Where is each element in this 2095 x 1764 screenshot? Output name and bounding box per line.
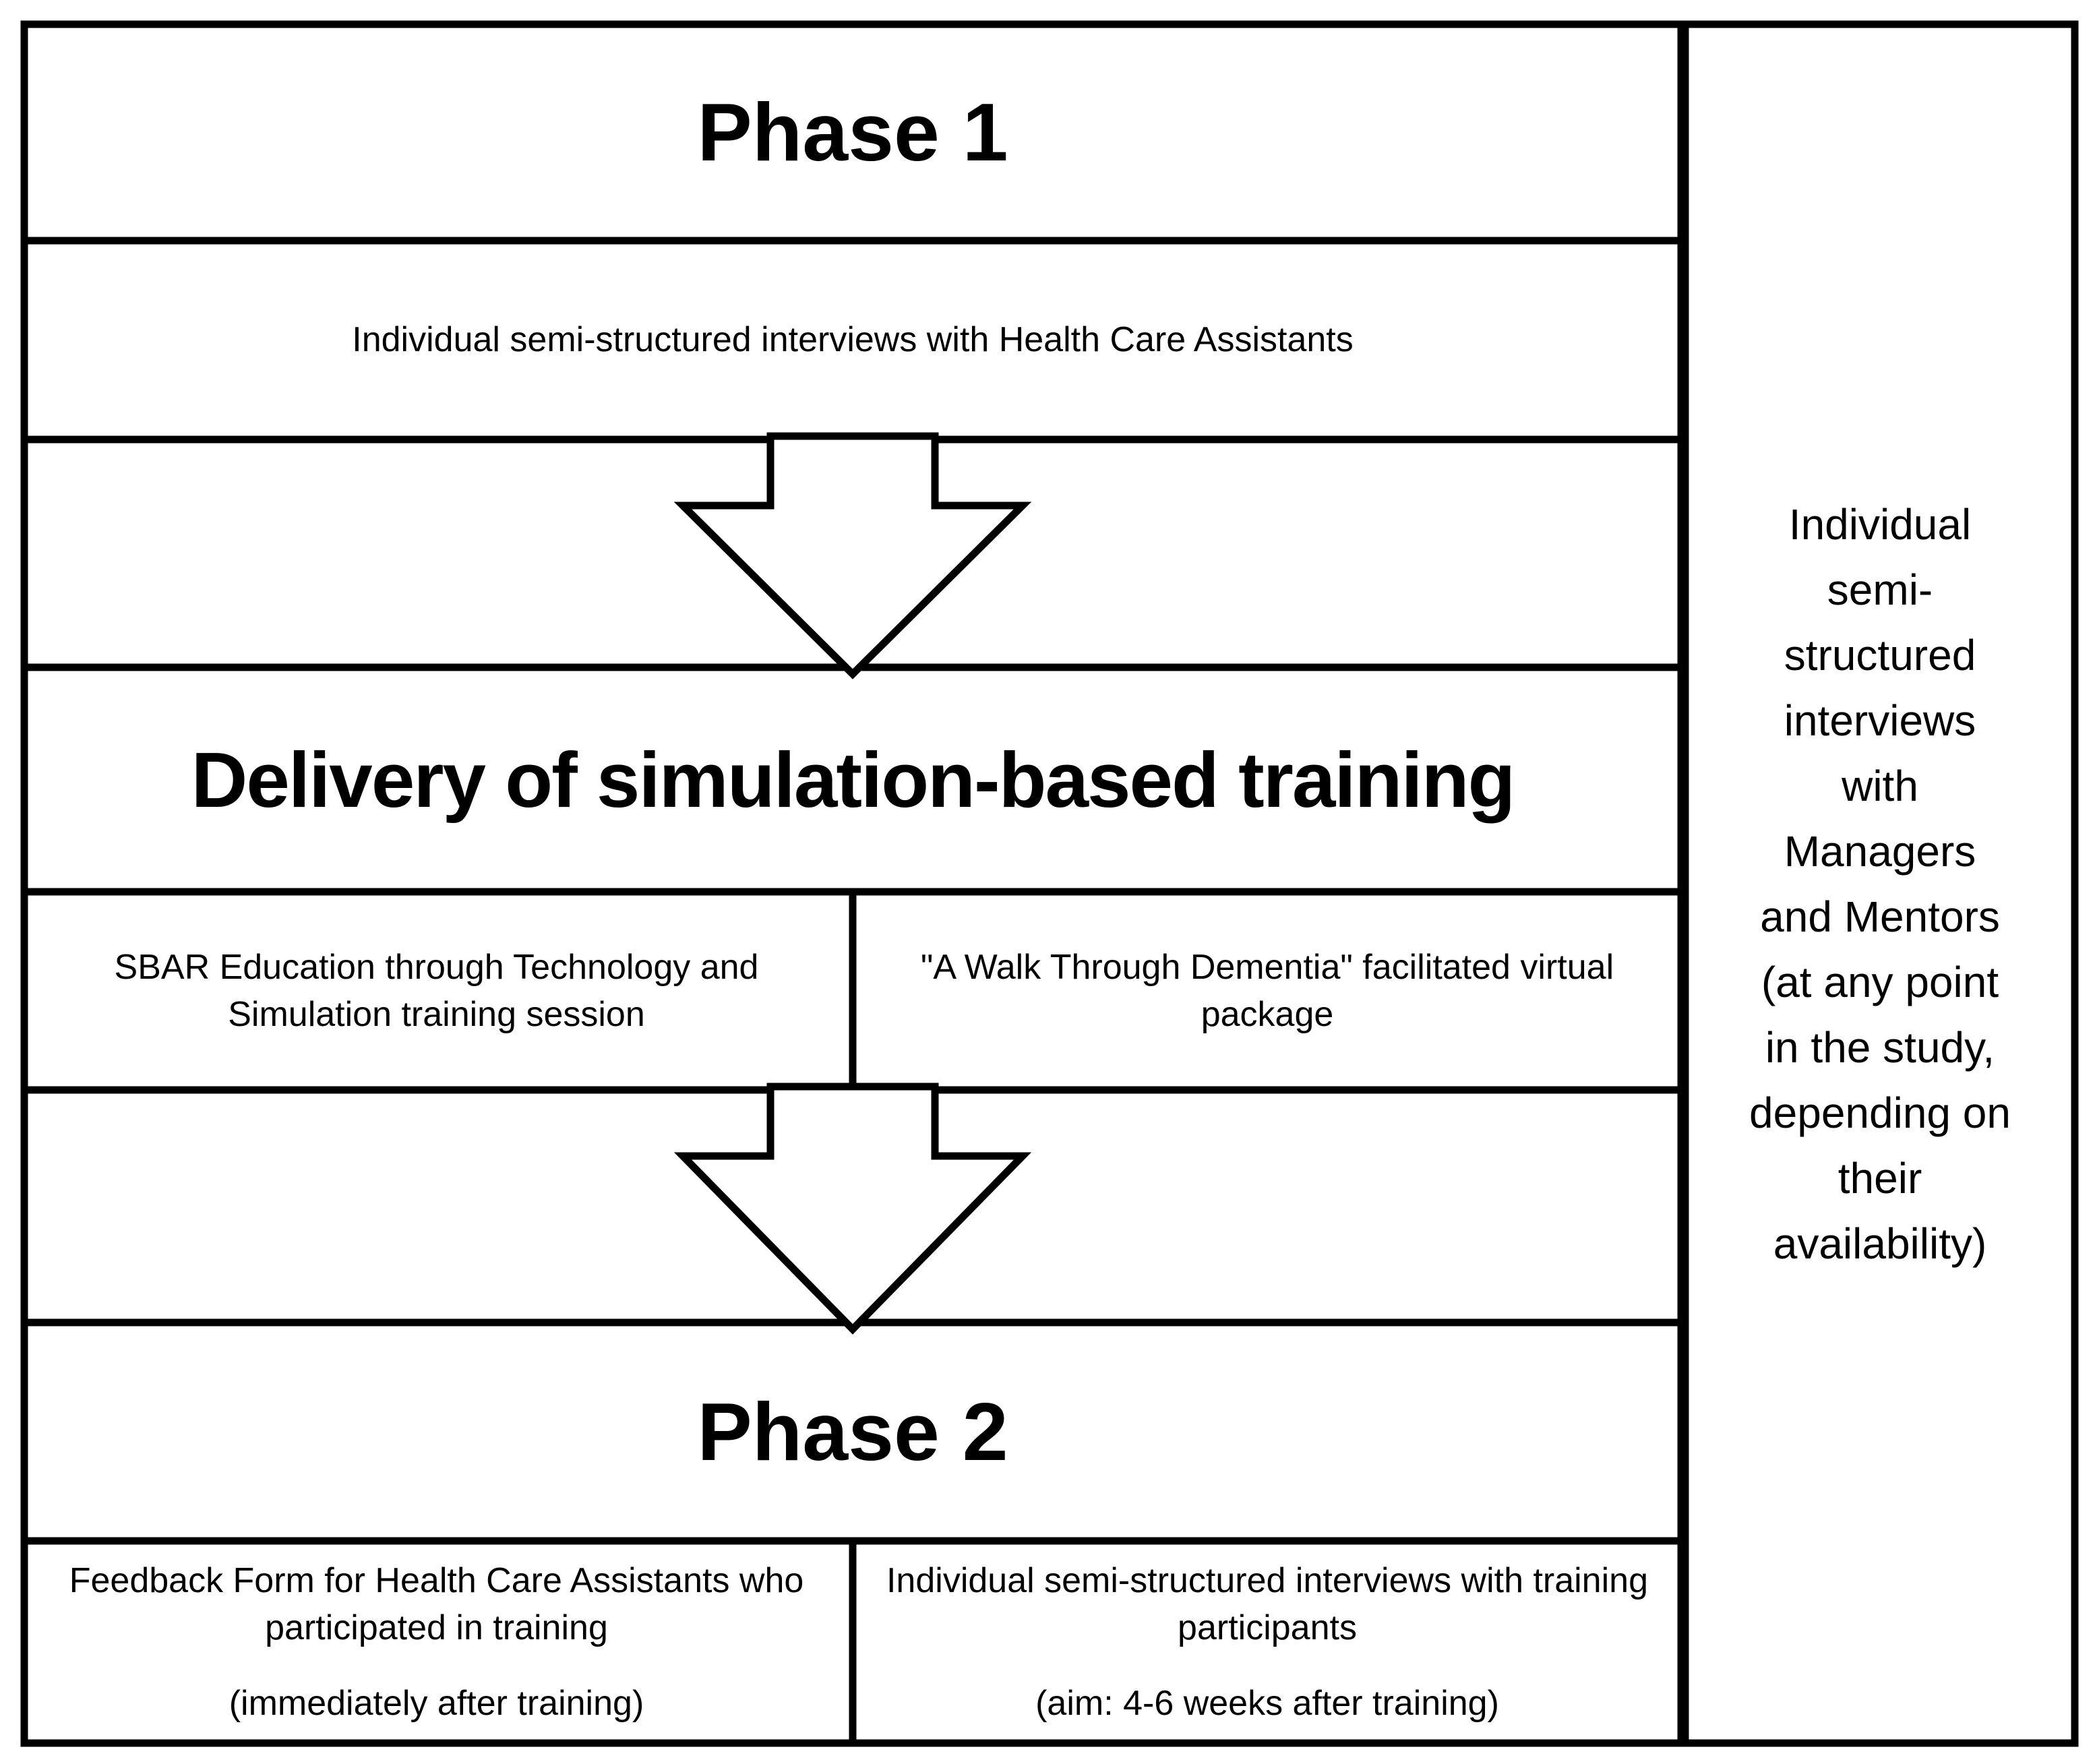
- down-arrow-icon: [673, 432, 1032, 679]
- managers-mentors-sidebar: Individual semi- structured interviews w…: [1749, 500, 2011, 1268]
- sbar-training-box: SBAR Education through Technology and Si…: [114, 948, 759, 1034]
- delivery-title: Delivery of simulation-based training: [191, 735, 1516, 824]
- participant-interviews-timing: (aim: 4-6 weeks after training): [1035, 1684, 1499, 1723]
- down-arrow-icon: [673, 1083, 1032, 1335]
- participant-interviews-text: Individual semi-structured interviews wi…: [886, 1561, 1648, 1647]
- phase1-interviews-box: Individual semi-structured interviews wi…: [352, 320, 1354, 359]
- walk-through-dementia-box: "A Walk Through Dementia" facilitated vi…: [920, 948, 1614, 1034]
- feedback-form-timing: (immediately after training): [229, 1684, 644, 1723]
- participant-interviews-box: Individual semi-structured interviews wi…: [857, 1546, 1678, 1738]
- feedback-form-box: Feedback Form for Health Care Assistants…: [28, 1546, 845, 1738]
- phase1-title: Phase 1: [697, 86, 1008, 179]
- phase2-title: Phase 2: [697, 1385, 1008, 1478]
- sidebar-frame: [1681, 20, 2079, 1747]
- feedback-form-text: Feedback Form for Health Care Assistants…: [69, 1561, 804, 1647]
